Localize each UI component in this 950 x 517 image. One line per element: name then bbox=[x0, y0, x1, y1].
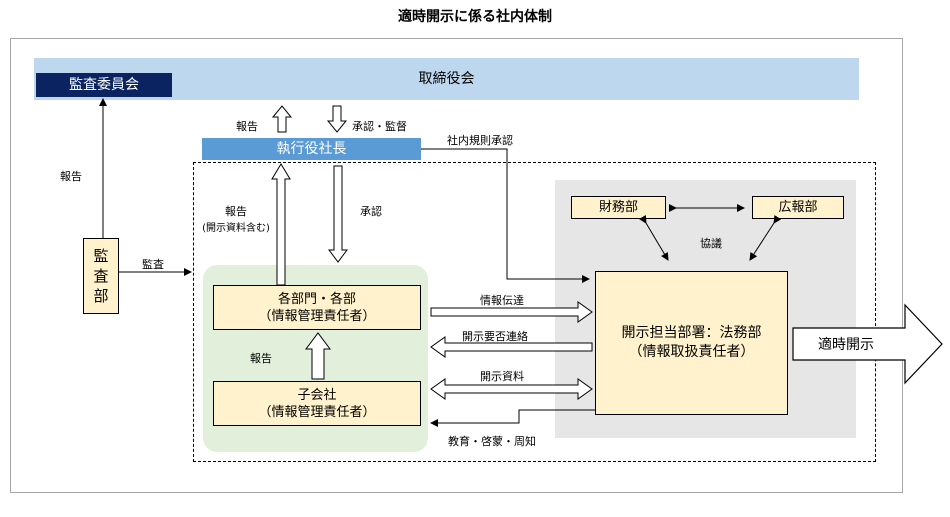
education-label: 教育・啓蒙・周知 bbox=[448, 435, 536, 448]
audit-dept-char: 査 bbox=[93, 267, 109, 285]
consult-label: 協議 bbox=[700, 237, 722, 250]
subsidiaries-box: 子会社 （情報管理責任者） bbox=[213, 381, 421, 426]
disclosure-dept-box: 開示担当部署：法務部 （情報取扱責任者） bbox=[595, 271, 788, 415]
approval-down-arrow bbox=[328, 165, 348, 263]
disclosure-contact-label: 開示要否連絡 bbox=[462, 330, 528, 343]
audit-dept-char: 部 bbox=[93, 287, 109, 305]
departments-line-1: 各部門・各部 bbox=[277, 291, 356, 307]
audit-committee-box: 監査委員会 bbox=[36, 73, 172, 97]
education-arrow bbox=[430, 409, 595, 427]
info-transfer-arrow bbox=[430, 301, 593, 323]
disclosure-contact-arrow bbox=[430, 336, 593, 358]
sub-report-label: 報告 bbox=[250, 352, 272, 365]
departments-line-2: （情報管理責任者） bbox=[258, 308, 376, 324]
outer-frame bbox=[10, 38, 903, 493]
sub-report-up-arrow bbox=[305, 332, 331, 380]
report-to-board-label: 報告 bbox=[236, 120, 258, 133]
finance-consult-arrow bbox=[638, 214, 669, 261]
approval-label: 承認 bbox=[360, 205, 382, 218]
diagram-title: 適時開示に係る社内体制 bbox=[398, 9, 552, 25]
audit-dept-box: 監 査 部 bbox=[83, 238, 119, 314]
info-transfer-label: 情報伝達 bbox=[480, 294, 524, 307]
approve-supervise-label: 承認・監督 bbox=[352, 120, 407, 133]
disclosure-line-2: （情報取扱責任者） bbox=[628, 344, 755, 360]
timely-disclosure-label: 適時開示 bbox=[818, 337, 874, 353]
report-incl-arrow bbox=[271, 163, 291, 286]
departments-box: 各部門・各部 （情報管理責任者） bbox=[213, 285, 421, 330]
pr-consult-arrow bbox=[749, 214, 782, 261]
board-label: 取締役会 bbox=[418, 71, 475, 87]
audit-label: 監査 bbox=[142, 258, 164, 271]
disclosure-line-1: 開示担当部署：法務部 bbox=[621, 325, 762, 341]
executive-box: 執行役社長 bbox=[202, 138, 421, 160]
report-incl-line-1: 報告 bbox=[225, 205, 247, 218]
finance-box: 財務部 bbox=[571, 196, 666, 219]
disclosure-material-arrow bbox=[430, 378, 593, 400]
internal-rules-arrow bbox=[421, 148, 590, 283]
disclosure-material-label: 開示資料 bbox=[480, 370, 524, 383]
company-dashed-frame bbox=[193, 162, 876, 462]
report-incl-line-2: (開示資料含む) bbox=[202, 223, 270, 234]
audit-dept-char: 監 bbox=[93, 247, 109, 265]
approve-supervise-arrow bbox=[326, 105, 348, 133]
pr-box: 広報部 bbox=[752, 196, 844, 219]
timely-disclosure-arrow bbox=[792, 303, 943, 385]
subsidiaries-line-1: 子会社 bbox=[297, 387, 337, 403]
report-to-committee-label: 報告 bbox=[60, 170, 82, 183]
internal-rules-label: 社内規則承認 bbox=[447, 134, 513, 147]
report-incl-label: 報告 (開示資料含む) bbox=[198, 203, 274, 234]
report-up-arrow bbox=[271, 105, 293, 133]
subsidiaries-line-2: （情報管理責任者） bbox=[258, 404, 376, 420]
